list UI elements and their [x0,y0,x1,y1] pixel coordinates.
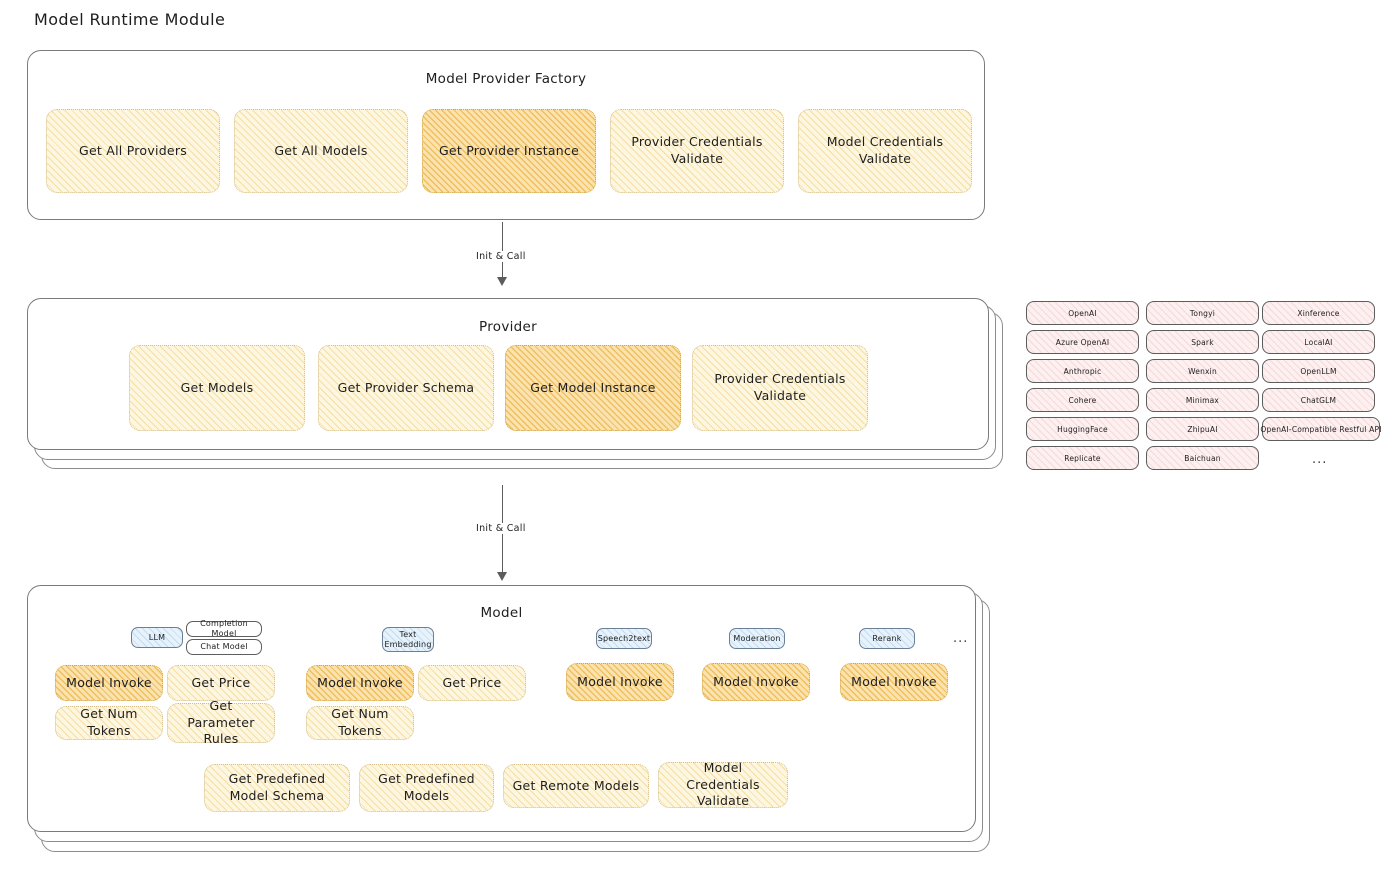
factory-node-get-all-providers[interactable]: Get All Providers [46,109,220,193]
model-subtag-completion-model[interactable]: Completion Model [186,619,262,638]
model-text-embedding-node-get-price[interactable]: Get Price [418,665,526,701]
provider-pill-localai[interactable]: LocalAI [1262,330,1375,354]
model-type-tag-speech2text[interactable]: Speech2text [596,628,652,649]
provider-pill-openai-compatible-restful-api[interactable]: OpenAI-Compatible Restful API [1260,417,1381,441]
model-text-embedding-node-get-num-tokens[interactable]: Get Num Tokens [306,706,414,740]
model-shared-node-get-remote-models[interactable]: Get Remote Models [503,764,649,808]
provider-pill-replicate[interactable]: Replicate [1026,446,1139,470]
model-speech2text-node-model-invoke[interactable]: Model Invoke [566,663,674,701]
model-provider-factory-title: Model Provider Factory [425,71,587,87]
model-llm-node-model-invoke[interactable]: Model Invoke [55,665,163,701]
model-title: Model [480,605,523,621]
provider-node-get-models[interactable]: Get Models [129,345,305,431]
factory-node-get-provider-instance[interactable]: Get Provider Instance [422,109,596,193]
provider-pill-chatglm[interactable]: ChatGLM [1262,388,1375,412]
model-provider-factory-container: Model Provider Factory Get All Providers… [27,50,985,220]
provider-pill-huggingface[interactable]: HuggingFace [1026,417,1139,441]
model-llm-node-get-num-tokens[interactable]: Get Num Tokens [55,706,163,740]
provider-pill-baichuan[interactable]: Baichuan [1146,446,1259,470]
provider-pill-xinference[interactable]: Xinference [1262,301,1375,325]
arrow-factory-to-provider-label: Init & Call [472,251,530,262]
page-title: Model Runtime Module [34,10,226,29]
provider-pill-wenxin[interactable]: Wenxin [1146,359,1259,383]
model-type-tag-text-embedding[interactable]: Text Embedding [382,627,434,652]
model-type-tag-moderation[interactable]: Moderation [729,628,785,649]
model-subtag-chat-model[interactable]: Chat Model [186,639,262,655]
model-moderation-node-model-invoke[interactable]: Model Invoke [702,663,810,701]
model-llm-node-get-parameter-rules[interactable]: Get Parameter Rules [167,698,275,746]
provider-pill-zhipuai[interactable]: ZhipuAI [1146,417,1259,441]
provider-pill-azure-openai[interactable]: Azure OpenAI [1026,330,1139,354]
provider-pill-openllm[interactable]: OpenLLM [1262,359,1375,383]
model-shared-node-get-predefined-models[interactable]: Get Predefined Models [359,764,494,812]
provider-container: Provider Get Models Get Provider Schema … [27,298,989,450]
model-llm-node-get-price[interactable]: Get Price [167,665,275,701]
arrow-factory-to-provider-head [497,277,507,286]
model-shared-node-get-predefined-model-schema[interactable]: Get Predefined Model Schema [204,764,350,812]
provider-node-get-model-instance[interactable]: Get Model Instance [505,345,681,431]
provider-pill-cohere[interactable]: Cohere [1026,388,1139,412]
arrow-provider-to-model-label: Init & Call [472,523,530,534]
provider-pill-spark[interactable]: Spark [1146,330,1259,354]
provider-node-get-provider-schema[interactable]: Get Provider Schema [318,345,494,431]
model-container: Model LLM Completion Model Chat Model Mo… [27,585,976,832]
factory-node-provider-credentials-validate[interactable]: Provider Credentials Validate [610,109,784,193]
model-type-tag-rerank[interactable]: Rerank [859,628,915,649]
arrow-provider-to-model-head [497,572,507,581]
model-rerank-node-model-invoke[interactable]: Model Invoke [840,663,948,701]
provider-title: Provider [479,319,537,335]
provider-list-more: ... [1312,452,1328,467]
model-groups-more: ... [953,631,969,646]
provider-pill-openai[interactable]: OpenAI [1026,301,1139,325]
factory-node-model-credentials-validate[interactable]: Model Credentials Validate [798,109,972,193]
factory-node-get-all-models[interactable]: Get All Models [234,109,408,193]
provider-node-provider-credentials-validate[interactable]: Provider Credentials Validate [692,345,868,431]
model-shared-node-model-credentials-validate[interactable]: Model Credentials Validate [658,760,788,808]
model-type-tag-llm[interactable]: LLM [131,627,183,648]
model-text-embedding-node-model-invoke[interactable]: Model Invoke [306,665,414,701]
provider-pill-anthropic[interactable]: Anthropic [1026,359,1139,383]
provider-pill-minimax[interactable]: Minimax [1146,388,1259,412]
provider-pill-tongyi[interactable]: Tongyi [1146,301,1259,325]
